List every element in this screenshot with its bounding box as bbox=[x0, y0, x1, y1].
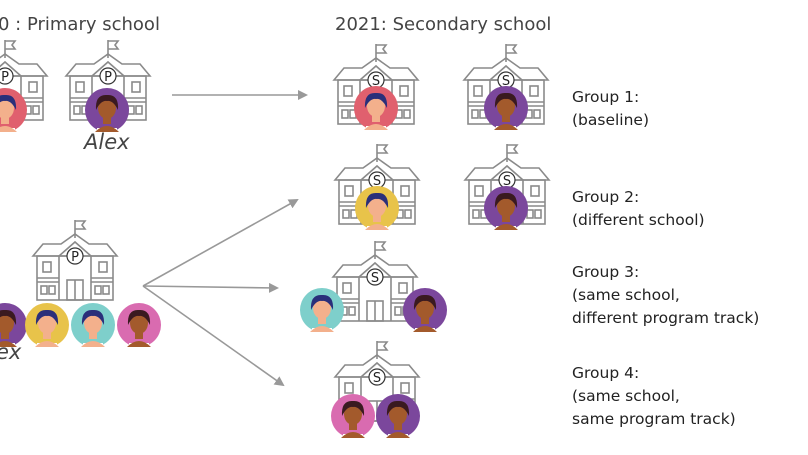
header-primary: 0 : Primary school bbox=[0, 14, 160, 35]
avatar-alex bbox=[0, 303, 27, 349]
group-3-desc-1: (same school, bbox=[572, 286, 680, 304]
group-1-label: Group 1: (baseline) bbox=[572, 86, 649, 132]
arrow-to-group-3 bbox=[142, 282, 279, 293]
avatar-pink bbox=[354, 86, 398, 132]
avatar-alex bbox=[484, 86, 528, 132]
avatar-magenta bbox=[117, 303, 161, 349]
group-4-title: Group 4: bbox=[572, 364, 640, 382]
group-1-desc: (baseline) bbox=[572, 111, 650, 129]
group-1-title: Group 1: bbox=[572, 88, 640, 106]
group-4-label: Group 4: (same school, same program trac… bbox=[572, 362, 736, 431]
group-3-title: Group 3: bbox=[572, 263, 640, 281]
group-3-desc-2: different program track) bbox=[572, 309, 760, 327]
school-letter: S bbox=[373, 371, 381, 386]
school-icon: P bbox=[31, 220, 119, 301]
avatar-pink bbox=[0, 88, 27, 134]
school-letter: S bbox=[503, 174, 511, 189]
school-letter: S bbox=[502, 74, 510, 89]
arrow-to-group-2 bbox=[142, 199, 299, 287]
school-letter: S bbox=[373, 174, 381, 189]
avatar-yellow bbox=[25, 303, 69, 349]
avatar-teal bbox=[71, 303, 115, 349]
group-2-label: Group 2: (different school) bbox=[572, 186, 705, 232]
group-2-title: Group 2: bbox=[572, 188, 640, 206]
school-letter: P bbox=[104, 70, 112, 85]
school-letter: P bbox=[1, 70, 9, 85]
school-letter: S bbox=[371, 271, 379, 286]
alex-label: Alex bbox=[84, 130, 130, 154]
group-2-desc: (different school) bbox=[572, 211, 705, 229]
avatar-alex bbox=[484, 186, 528, 232]
arrow-to-group-4 bbox=[142, 285, 285, 387]
avatar-alex bbox=[376, 394, 420, 440]
group-4-desc-2: same program track) bbox=[572, 410, 736, 428]
school-letter: S bbox=[372, 74, 380, 89]
avatar-yellow bbox=[355, 186, 399, 232]
header-secondary: 2021: Secondary school bbox=[335, 14, 552, 35]
avatar-magenta bbox=[331, 394, 375, 440]
avatar-teal bbox=[300, 288, 344, 334]
school-letter: P bbox=[71, 250, 79, 265]
group-3-label: Group 3: (same school, different program… bbox=[572, 261, 759, 330]
alex-label-cut: ex bbox=[0, 340, 22, 364]
avatar-alex bbox=[403, 288, 447, 334]
avatar-alex bbox=[85, 88, 129, 134]
school-icon: S bbox=[462, 44, 550, 125]
group-4-desc-1: (same school, bbox=[572, 387, 680, 405]
